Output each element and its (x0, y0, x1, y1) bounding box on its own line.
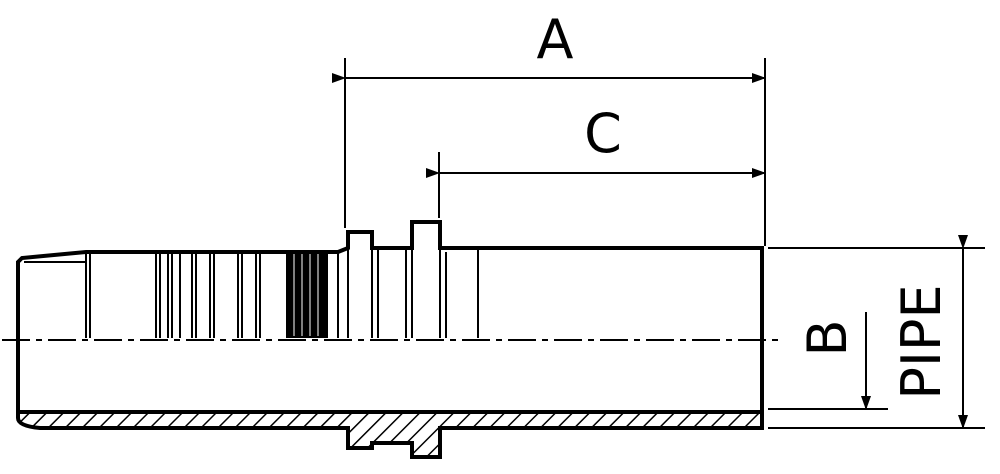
label-c: C (584, 102, 622, 165)
knurl-highlights (293, 254, 319, 336)
fitting-outline (16, 220, 764, 459)
hatched-wall-section (18, 412, 762, 457)
label-pipe: PIPE (890, 284, 953, 399)
knurled-band (286, 252, 328, 338)
barb-grooves (85, 248, 479, 338)
label-b: B (796, 319, 859, 356)
label-a: A (537, 8, 574, 71)
